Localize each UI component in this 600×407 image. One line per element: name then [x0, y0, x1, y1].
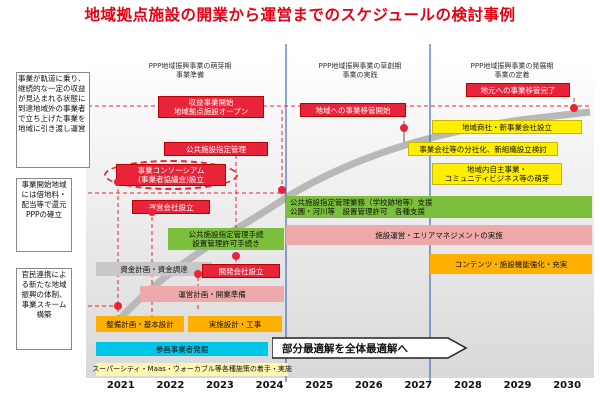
- phase-3-subtitle: 事業の定着: [494, 71, 530, 79]
- left-note-middle: 事業開始地域には借地料・配当等で還元PPPの確立: [21, 180, 67, 219]
- arrow-bubun: 部分最適解を全体最適解へ: [272, 337, 468, 359]
- phase-2-title: PPP地域振興事業の草創期: [318, 62, 402, 70]
- box-kokyo-shitei: 公共施設指定管理: [164, 142, 268, 156]
- phase-1-title: PPP地域振興事業の萌芽期: [148, 62, 232, 70]
- box-bunka: 事業会社等の分社化、新組織設立検討: [408, 142, 558, 156]
- consortium-highlight: [104, 160, 238, 190]
- box-shitei-tetsuzuki: 公共施設指定管理手続 設置管理許可手続き: [168, 228, 284, 250]
- box-unei-jisshi: 施設運営・エリアマネジメントの実施: [286, 225, 592, 245]
- page-title: 地域拠点施設の開業から運営までのスケジュールの検討事例: [84, 6, 516, 24]
- year-label: 2030: [553, 380, 582, 391]
- arrow-bubun-shape: [272, 337, 468, 359]
- box-seibi: 整備計画・基本設計: [96, 316, 184, 332]
- box-chiiki-shosha: 地域商社・新事業会社設立: [432, 120, 582, 134]
- milestone-dot-consortium: [114, 178, 122, 186]
- year-label: 2024: [255, 380, 284, 391]
- left-note-middle-box: 事業開始地域には借地料・配当等で還元PPPの確立: [16, 178, 72, 252]
- year-label: 2021: [106, 380, 135, 391]
- left-note-bottom-box: 官民連携による新たな地域振興の体制、事業スキーム構築: [16, 268, 72, 350]
- box-unei-setsuritsu: 運営会社設立: [132, 200, 210, 214]
- milestone-dot-ikou: [400, 124, 408, 132]
- phase-header-2: PPP地域振興事業の草創期 事業の実践: [290, 62, 430, 80]
- box-jisshi: 実施設計・工事: [188, 316, 282, 332]
- left-note-bottom: 官民連携による新たな地域振興の体制、事業スキーム構築: [21, 270, 67, 319]
- box-shikin: 資金計画・資金調達: [96, 262, 212, 276]
- phase-1-subtitle: 事業準備: [176, 71, 204, 79]
- milestone-dot-kanryo: [570, 104, 578, 112]
- left-note-top-box: 事業が軌道に乗り、継続的な一定の収益が見込まれる状態に到達地域外の事業者で立ち上…: [16, 72, 90, 168]
- box-sanyo: 参画事業者発掘: [96, 342, 268, 356]
- year-label: 2028: [454, 380, 482, 391]
- milestone-dot-kaihatsu: [194, 270, 202, 278]
- phase-3-title: PPP地域振興事業の発展期: [470, 62, 554, 70]
- box-chiiki-iko: 地域への事業移管開始: [300, 103, 406, 117]
- phase-2-subtitle: 事業の実践: [342, 71, 378, 79]
- box-consortium: 事業コンソーシアム (事業者協議会)設立: [116, 164, 226, 186]
- year-label: 2025: [305, 380, 334, 391]
- box-content: コンテンツ・施設機能強化・充実: [430, 254, 592, 274]
- year-label: 2022: [156, 380, 185, 391]
- milestone-dot-shueki: [278, 186, 286, 194]
- box-chiiki-jigyo: 地域内自主事業・ コミュニティビジネス等の萌芽: [432, 163, 562, 185]
- year-label: 2027: [404, 380, 433, 391]
- year-label: 2029: [503, 380, 532, 391]
- arrow-bubun-label: 部分最適解を全体最適解へ: [282, 343, 408, 355]
- left-note-top: 事業が軌道に乗り、継続的な一定の収益が見込まれる状態に到達地域外の事業者で立ち上…: [18, 74, 86, 133]
- year-label: 2023: [206, 380, 234, 391]
- milestone-dot-shitei: [232, 252, 240, 260]
- box-shueki-kaishi: 収益事業開始 地域拠点施設オープン: [158, 96, 264, 118]
- year-label: 2026: [354, 380, 383, 391]
- box-shitei-gyomu: 公共施設指定管理業務（学校跡地等）支援 公園・河川等 設置管理許可 各種支援: [286, 196, 592, 218]
- year-axis: 2021 2022 2023 2024 2025 2026 2027 2028 …: [96, 380, 592, 398]
- box-chiiki-kanryo: 地元への事業移管完了: [466, 83, 570, 97]
- box-unei-keikaku: 運営計画・開業準備: [140, 286, 284, 302]
- milestone-dot-seibi: [114, 302, 122, 310]
- box-kaihatsu-setsuritsu: 開発会社設立: [202, 264, 280, 278]
- milestone-dot-unei: [148, 208, 156, 216]
- box-super: スーパーシティ・Maas・ウォーカブル等各種施策の着手・実施: [92, 363, 292, 376]
- phase-header-3: PPP地域振興事業の発展期 事業の定着: [432, 62, 592, 80]
- phase-header-1: PPP地域振興事業の萌芽期 事業準備: [110, 62, 270, 80]
